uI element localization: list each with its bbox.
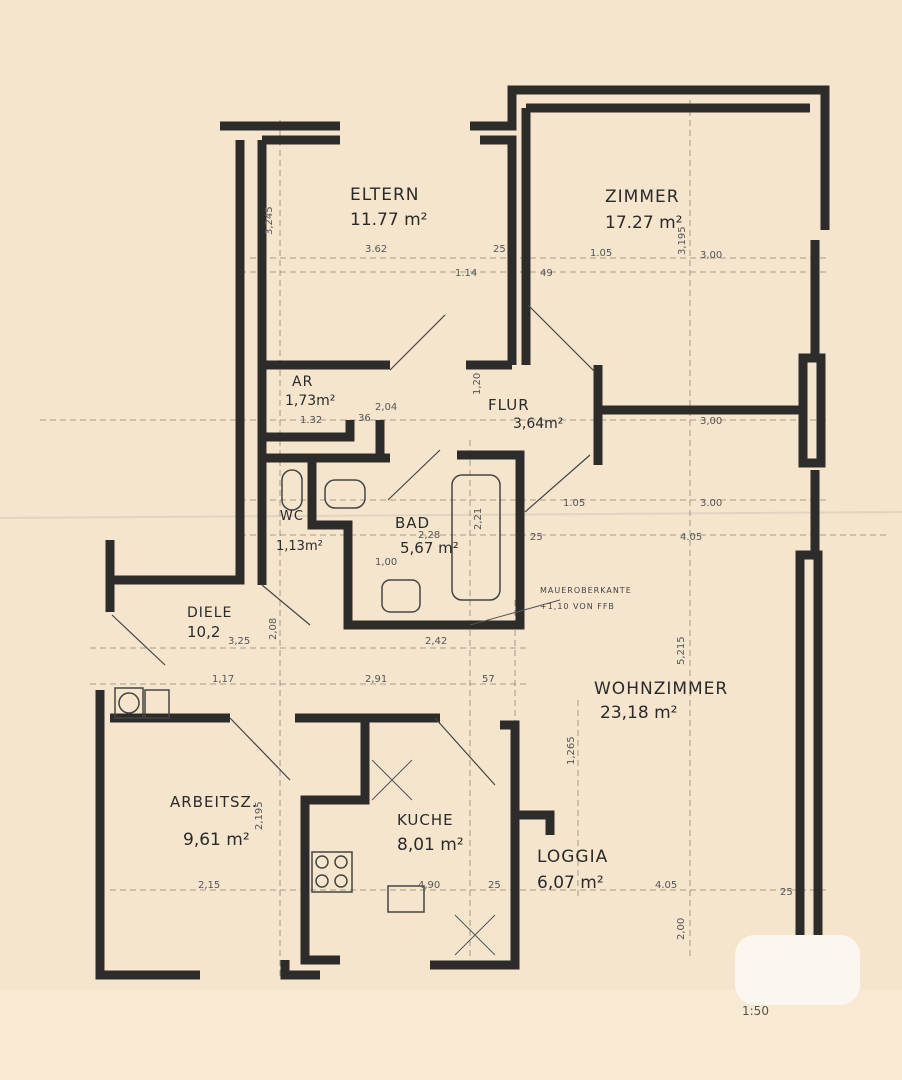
note-line-1: MAUEROBERKANTE <box>540 586 632 595</box>
room-flur-area: 3,64m² <box>513 416 563 432</box>
dimension-label: 1.32 <box>300 415 322 426</box>
door-swings <box>111 304 596 786</box>
room-wc-name: WC <box>280 509 304 524</box>
room-eltern-name: ELTERN <box>350 185 420 205</box>
room-arbeitsz-name: ARBEITSZ. <box>170 793 258 811</box>
dimension-label: 2,195 <box>254 801 265 830</box>
dimension-label: 25 <box>493 244 506 255</box>
dimension-label: 57 <box>482 674 495 685</box>
dimension-label: 3,195 <box>677 226 688 255</box>
dimension-label: 3.00 <box>700 498 722 509</box>
room-loggia-name: LOGGIA <box>537 847 608 867</box>
dimension-label: 1,00 <box>375 557 397 568</box>
dimension-numbers: 3.62 3,245 1.14 25 49 1.05 3,00 3,195 1.… <box>198 206 793 940</box>
dimension-label: 2,91 <box>365 674 387 685</box>
room-eltern-area: 11.77 m² <box>350 210 427 230</box>
room-zimmer-area: 17.27 m² <box>605 213 682 233</box>
room-flur-name: FLUR <box>488 396 530 414</box>
dimension-label: 4,90 <box>418 880 440 891</box>
bathtub <box>451 474 501 601</box>
dimension-label: 2,42 <box>425 636 447 647</box>
dimension-label: 2,00 <box>676 918 687 940</box>
dimension-label: 1.05 <box>563 498 585 509</box>
washbasin <box>381 579 421 613</box>
dimension-label: 25 <box>780 887 793 898</box>
room-wohnzimmer-name: WOHNZIMMER <box>594 679 728 699</box>
dimension-label: 3,245 <box>264 206 275 235</box>
room-ar-name: AR <box>292 374 313 390</box>
dimension-label: 1.14 <box>455 268 477 279</box>
dimension-label: 1,265 <box>566 736 577 765</box>
dimension-label: 2,21 <box>473 508 484 530</box>
dimension-label: 4.05 <box>680 532 702 543</box>
dimension-label: 36 <box>358 413 371 424</box>
room-arbeitsz-area: 9,61 m² <box>183 830 250 850</box>
torn-paper-edge <box>0 990 902 1080</box>
room-loggia-area: 6,07 m² <box>537 873 604 893</box>
dimension-label: 3.62 <box>365 244 387 255</box>
room-diele-name: DIELE <box>187 605 232 621</box>
toilet-wc <box>281 469 303 511</box>
dimension-label: 3,25 <box>228 636 250 647</box>
room-wc-area: 1,13m² <box>276 539 323 554</box>
chimney <box>114 687 144 719</box>
dimension-label: 25 <box>530 532 543 543</box>
scale-label: 1:50 <box>742 1004 769 1018</box>
dimension-lines <box>40 100 890 980</box>
kitchen-sink <box>387 885 425 913</box>
dimension-label: 49 <box>540 268 553 279</box>
dimension-label: 1,17 <box>212 674 234 685</box>
dimension-label: 2,08 <box>268 618 279 640</box>
dimension-label: 25 <box>488 880 501 891</box>
toilet-bad <box>324 479 366 509</box>
dimension-label: 1,20 <box>472 373 483 395</box>
room-labels: ELTERN 11.77 m² ZIMMER 17.27 m² AR 1,73m… <box>170 185 728 893</box>
note-line-2: +1,10 VON FFB <box>540 602 615 611</box>
dimension-label: 3,00 <box>700 250 722 261</box>
room-bad-name: BAD <box>395 514 430 532</box>
stove <box>311 851 353 893</box>
fixtures <box>114 469 561 956</box>
dimension-label: 1.05 <box>590 248 612 259</box>
room-kueche-name: KUCHE <box>397 811 454 829</box>
room-bad-area: 5,67 m² <box>400 539 459 557</box>
dimension-label: 2,28 <box>418 530 440 541</box>
room-wohnzimmer-area: 23,18 m² <box>600 703 677 723</box>
room-zimmer-name: ZIMMER <box>605 187 680 207</box>
dimension-label: 2,04 <box>375 402 397 413</box>
whiteout-patch <box>735 935 860 1005</box>
fold-line <box>0 511 902 519</box>
dimension-label: 3,00 <box>700 416 722 427</box>
room-kueche-area: 8,01 m² <box>397 835 464 855</box>
dimension-label: 4.05 <box>655 880 677 891</box>
room-diele-area: 10,2 <box>187 623 220 641</box>
dimension-label: 2,15 <box>198 880 220 891</box>
dimension-label: 5,215 <box>676 636 687 665</box>
room-ar-area: 1,73m² <box>285 393 335 409</box>
